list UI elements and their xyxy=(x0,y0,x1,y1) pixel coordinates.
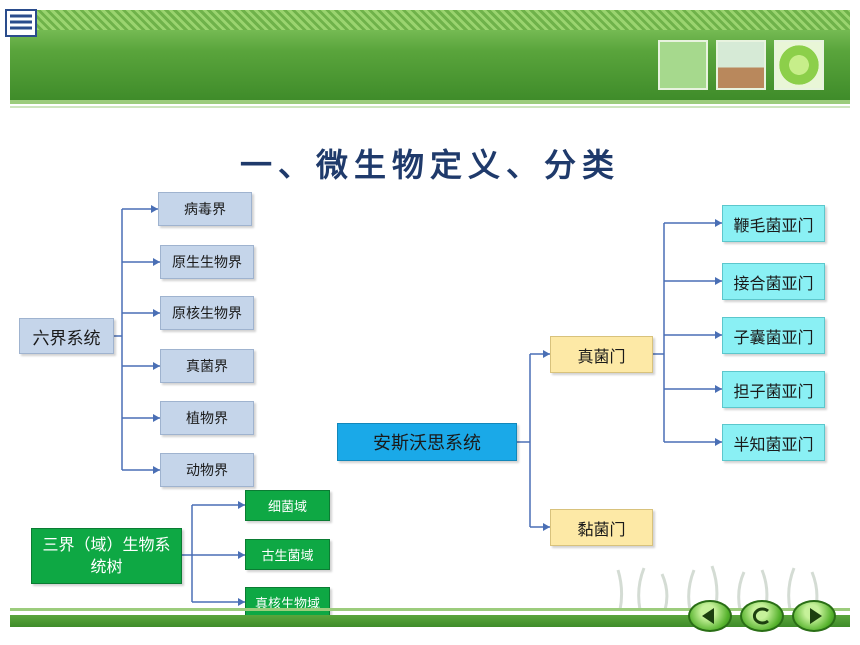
header-stripes xyxy=(10,10,850,30)
kingdom-protista: 原生生物界 xyxy=(160,245,254,279)
three-domains-root: 三界（域）生物系统树 xyxy=(31,528,182,584)
return-button[interactable] xyxy=(740,600,784,632)
header-thumbnail-plain xyxy=(658,40,708,90)
kingdom-plantae: 植物界 xyxy=(160,401,254,435)
domain-archaea: 古生菌域 xyxy=(245,539,330,570)
subphylum-mastigomycotina: 鞭毛菌亚门 xyxy=(722,205,825,242)
subphylum-deuteromycotina: 半知菌亚门 xyxy=(722,424,825,461)
book-logo-icon xyxy=(5,9,37,37)
next-button[interactable] xyxy=(792,600,836,632)
kingdom-fungi: 真菌界 xyxy=(160,349,254,383)
header-thumbnail-sprout xyxy=(716,40,766,90)
next-arrow-icon xyxy=(810,608,822,624)
header-thumbnail-leaves xyxy=(774,40,824,90)
phylum-eumycota: 真菌门 xyxy=(550,336,653,373)
prev-arrow-icon xyxy=(702,608,714,624)
prev-button[interactable] xyxy=(688,600,732,632)
subphylum-zygomycotina: 接合菌亚门 xyxy=(722,263,825,300)
domain-bacteria: 细菌域 xyxy=(245,490,330,521)
domain-eukarya: 真核生物域 xyxy=(245,587,330,618)
kingdom-prokaryota: 原核生物界 xyxy=(160,296,254,330)
header-divider xyxy=(10,100,850,104)
ainsworth-root: 安斯沃思系统 xyxy=(337,423,517,461)
footer-divider xyxy=(10,608,850,611)
footer-band xyxy=(10,615,850,627)
header-divider-light xyxy=(10,106,850,108)
subphylum-basidiomycotina: 担子菌亚门 xyxy=(722,371,825,408)
phylum-myxomycota: 黏菌门 xyxy=(550,509,653,546)
page-title: 一、微生物定义、分类 xyxy=(239,146,620,184)
return-icon xyxy=(752,607,769,625)
six-kingdoms-root: 六界系统 xyxy=(19,318,114,354)
kingdom-virus: 病毒界 xyxy=(158,192,252,226)
subphylum-ascomycotina: 子囊菌亚门 xyxy=(722,317,825,354)
kingdom-animalia: 动物界 xyxy=(160,453,254,487)
